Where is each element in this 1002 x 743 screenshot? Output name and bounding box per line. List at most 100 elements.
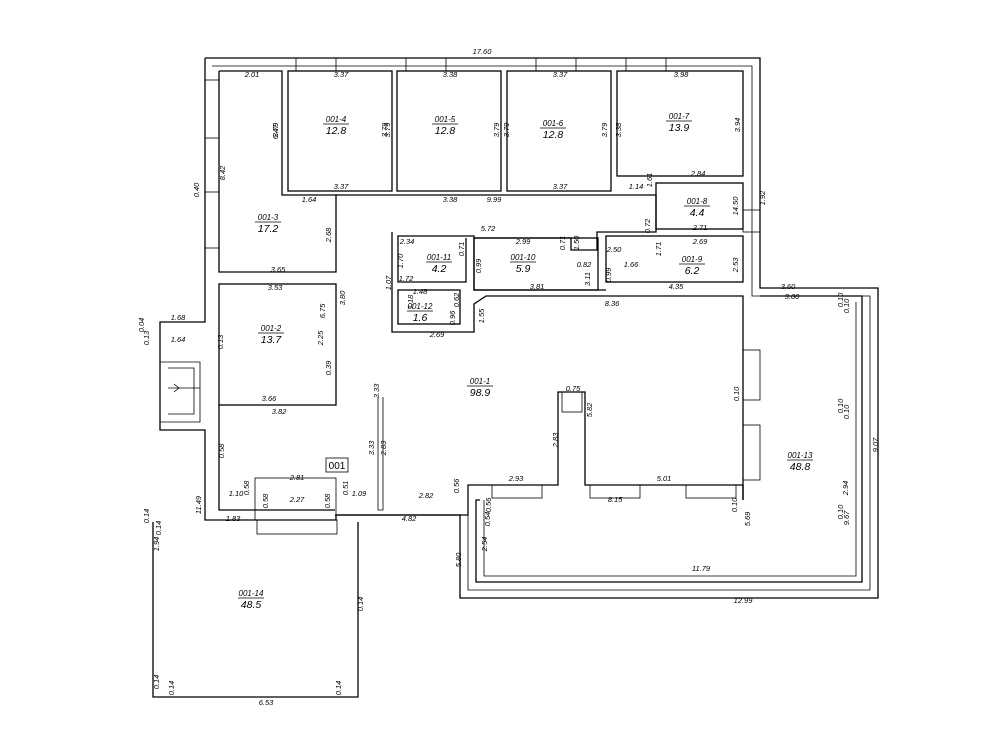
room-wall-001-10	[473, 237, 599, 291]
hall-column	[377, 397, 384, 511]
room-area: 48.5	[241, 599, 262, 611]
room-id: 001-8	[687, 197, 708, 206]
room-id: 001-9	[682, 255, 703, 264]
dimension-label: 0.10	[836, 398, 845, 413]
room-area: 6.2	[685, 265, 700, 277]
dimension-label: 3.79	[502, 122, 511, 137]
dimension-label: 5.69	[743, 511, 752, 526]
dimension-label: 3.37	[553, 70, 568, 79]
dimension-label: 0.14	[334, 681, 343, 696]
dimension-label: 3.81	[530, 282, 545, 291]
dimension-label: 0.99	[604, 267, 613, 282]
dimension-label: 3.94	[733, 118, 742, 133]
hall-wall-bottom	[218, 405, 335, 511]
room-id: 001-4	[326, 115, 347, 124]
room-area: 12.8	[543, 129, 564, 141]
room-id: 001-2	[261, 324, 282, 333]
hall-wall-south	[335, 391, 744, 516]
plan-label-box	[325, 457, 349, 473]
porch-step	[256, 519, 338, 535]
side-stairs-inner	[168, 367, 195, 415]
dimension-label: 0.58	[217, 443, 226, 458]
window	[625, 57, 667, 72]
dimension-label: 0.14	[154, 521, 163, 536]
room-area: 5.9	[516, 263, 531, 275]
dimension-label: 3.37	[334, 70, 349, 79]
dimension-label: 3.38	[443, 70, 458, 79]
room-area: 17.2	[258, 223, 279, 235]
dimension-label: 0.10	[836, 504, 845, 519]
dimension-label: 2.34	[399, 237, 415, 246]
dimension-label: 3.98	[674, 70, 689, 79]
dimension-label: 1.66	[624, 260, 639, 269]
dimension-label: 1.14	[629, 182, 644, 191]
window	[204, 191, 220, 249]
dimension-label: 2.54	[480, 537, 489, 553]
room-id: 001-10	[511, 253, 536, 262]
terrace-001-13-inner	[483, 302, 857, 577]
dimension-label: 2.94	[841, 481, 850, 497]
window	[204, 79, 220, 139]
dimension-label: 2.93	[508, 474, 524, 483]
dimension-label: 1.48	[413, 287, 428, 296]
dimension-label: 3.82	[272, 407, 287, 416]
dimension-label: 0.71	[457, 242, 466, 257]
dimension-label: 3.37	[553, 182, 568, 191]
dimension-label: 1.50	[572, 235, 581, 250]
dimension-label: 3.00	[785, 292, 800, 301]
dimension-label: 0.39	[324, 360, 333, 375]
dimension-label: 1.72	[399, 274, 414, 283]
dimension-label: 3.66	[262, 394, 277, 403]
dimension-label: 2.27	[289, 495, 305, 504]
room-area: 98.9	[470, 387, 491, 399]
dimension-label: 12.99	[734, 596, 754, 605]
dimension-label: 0.14	[167, 681, 176, 696]
room-id: 001-13	[788, 451, 813, 460]
room-id: 001-7	[669, 112, 690, 121]
dimension-label: 1.55	[477, 308, 486, 323]
dimension-label: 0.71	[558, 236, 567, 251]
dimension-label: 1.68	[171, 313, 186, 322]
dimension-label: 0.51	[341, 481, 350, 496]
dimension-label: 4.82	[402, 514, 417, 523]
side-stairs	[160, 361, 201, 423]
dimension-label: 3.79	[380, 122, 389, 137]
room-id: 001-1	[470, 377, 490, 386]
dimension-label: 6.47	[271, 124, 280, 139]
dimension-label: 0.10	[842, 298, 851, 313]
dimension-label: 0.10	[836, 292, 845, 307]
dimension-label: 17.60	[473, 47, 493, 56]
dimension-label: 0.13	[216, 334, 225, 349]
dimension-label: 3.33	[372, 383, 381, 398]
dimension-label: 1.94	[152, 537, 161, 552]
dimension-label: 0.62	[452, 292, 461, 307]
dimension-label: 0.40	[192, 182, 201, 197]
window	[405, 57, 447, 72]
dimension-label: 0.82	[577, 260, 592, 269]
windows	[204, 57, 761, 499]
room-id: 001-14	[239, 589, 264, 598]
dimension-label: 11.79	[692, 564, 711, 573]
dimension-label: 1.64	[171, 335, 186, 344]
dimension-label: 3.80	[338, 290, 347, 305]
dimension-label: 0.99	[474, 258, 483, 273]
dimension-label: 0.56	[452, 478, 461, 493]
dimension-label: 2.25	[316, 330, 325, 346]
room-wall-001-9	[605, 235, 744, 283]
dimension-label: 8.15	[608, 495, 623, 504]
room-id: 001-3	[258, 213, 279, 222]
room-area: 12.8	[326, 125, 347, 137]
dimension-label: 2.71	[692, 223, 708, 232]
window	[535, 57, 577, 72]
dimension-label: 1.10	[229, 489, 244, 498]
dimension-label: 0.54	[483, 512, 492, 527]
dimension-label: 0.14	[142, 509, 151, 524]
dimension-label: 0.10	[732, 386, 741, 401]
dimension-label: 1.09	[352, 489, 367, 498]
dimension-label: 2.53	[731, 257, 740, 273]
dimension-label: 3.79	[600, 122, 609, 137]
terrace-001-13	[475, 295, 863, 583]
storage-outline	[391, 232, 744, 500]
